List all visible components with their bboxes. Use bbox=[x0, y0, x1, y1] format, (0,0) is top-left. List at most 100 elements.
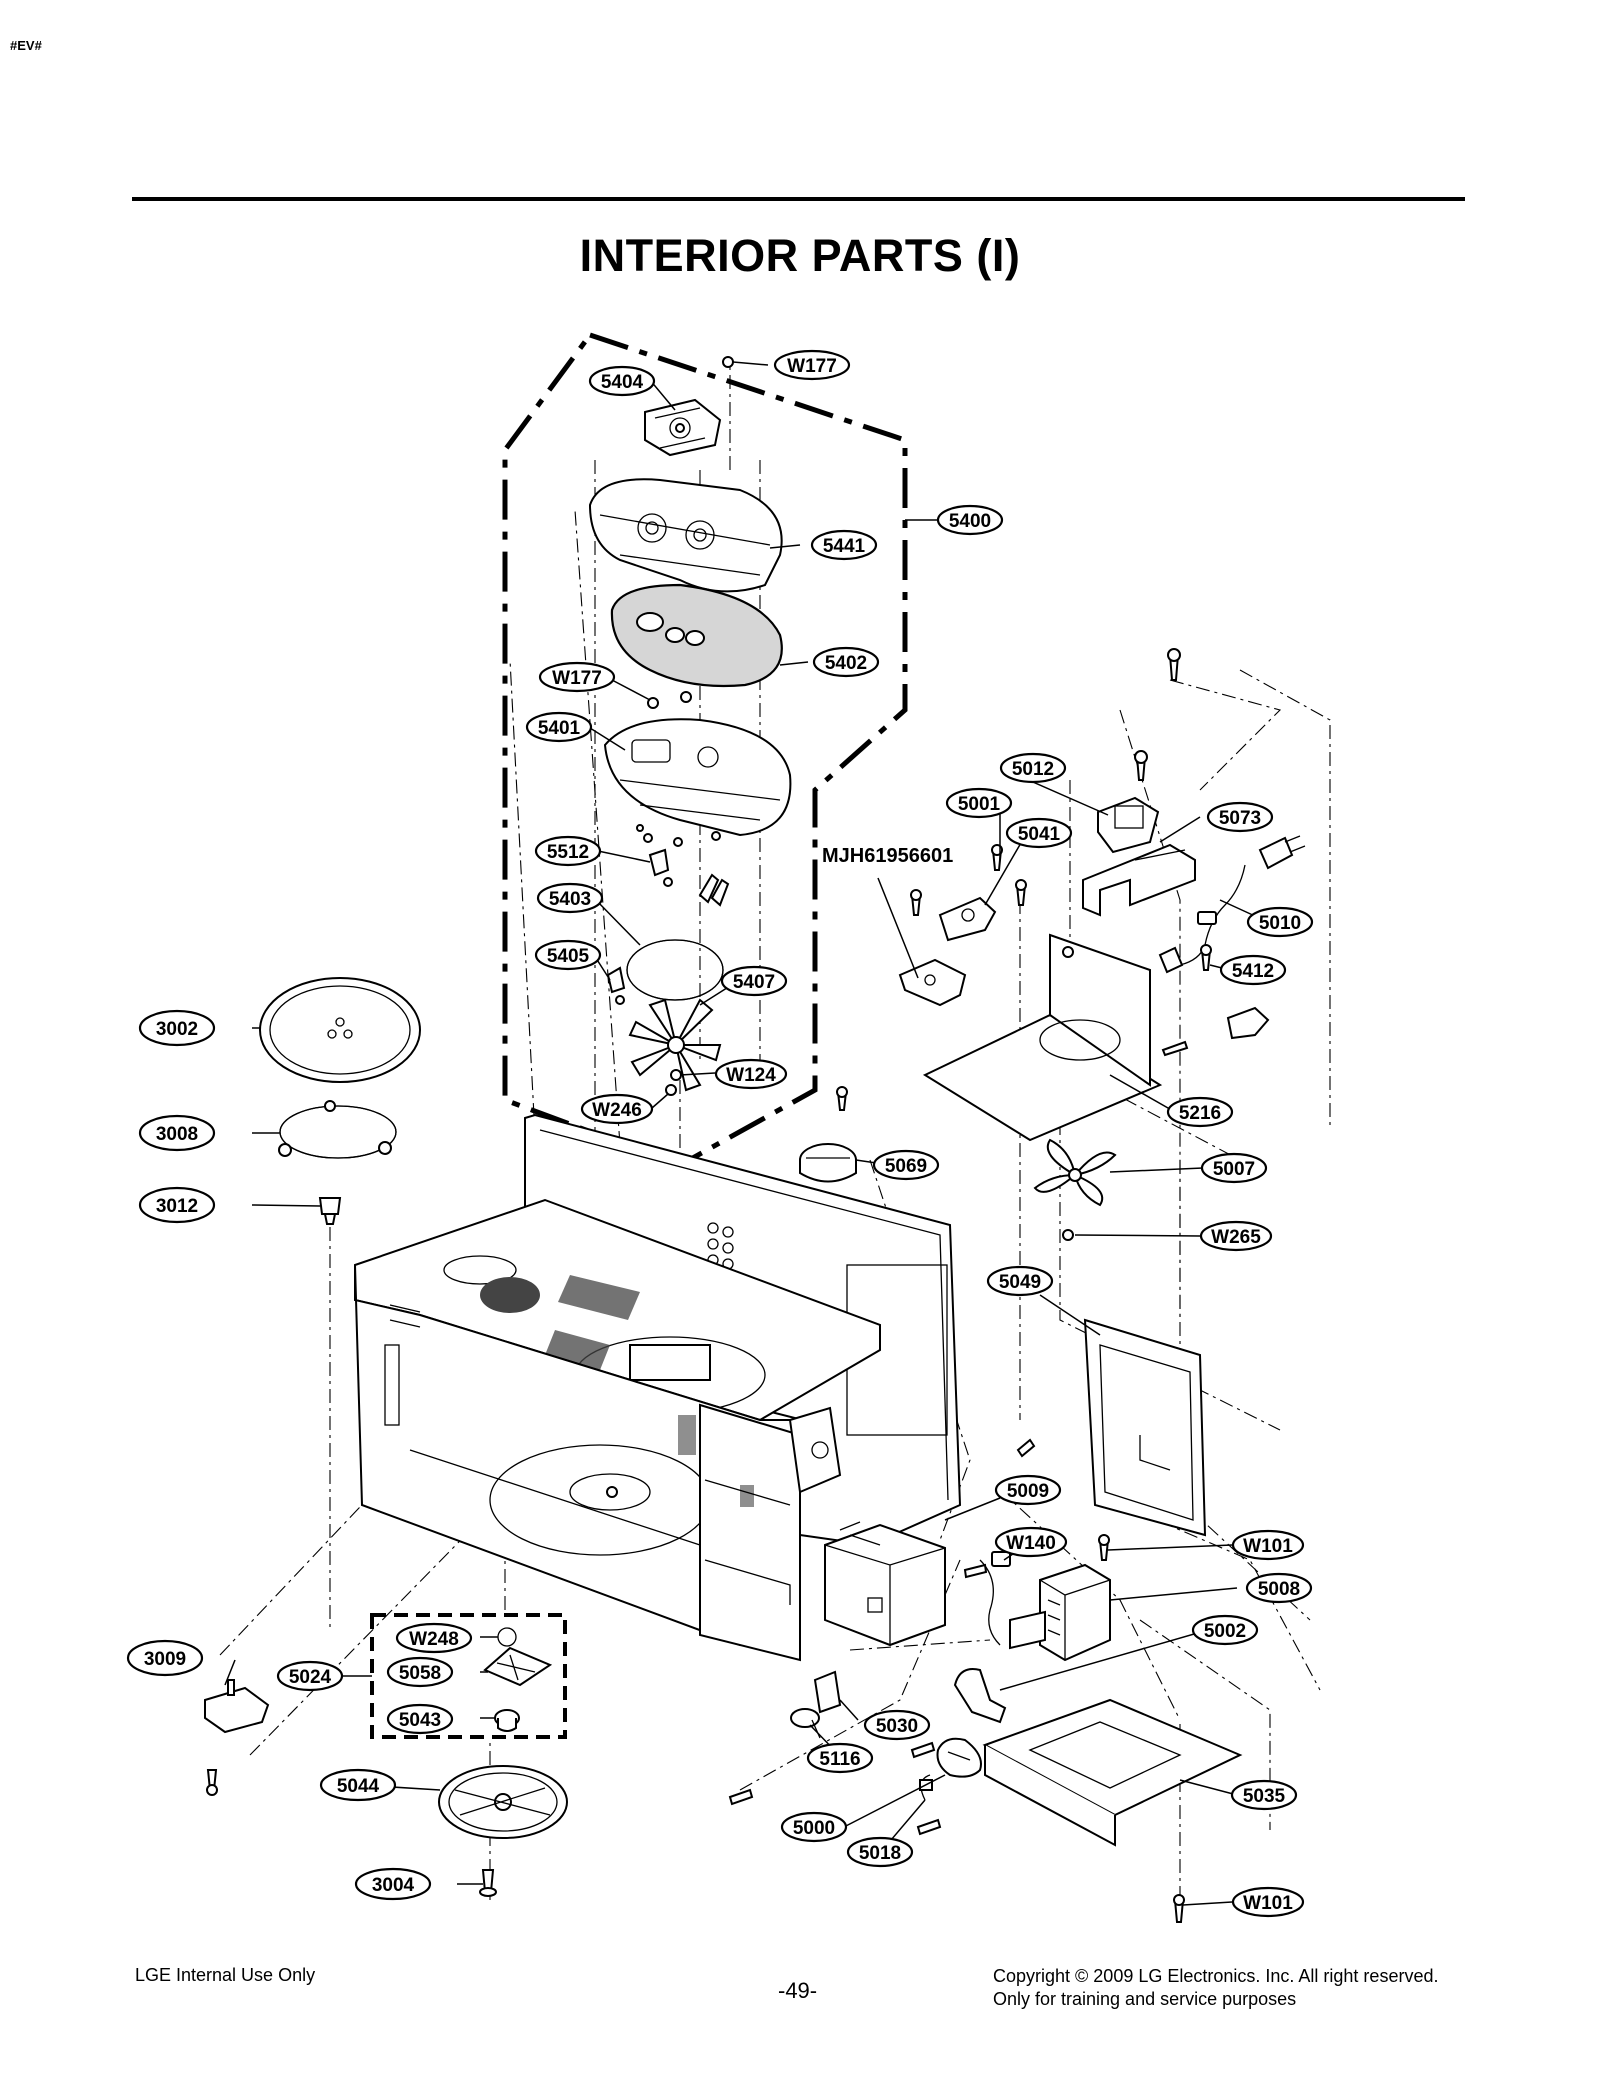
svg-text:3004: 3004 bbox=[372, 1875, 415, 1896]
svg-text:W124: W124 bbox=[726, 1065, 776, 1086]
svg-text:5049: 5049 bbox=[999, 1272, 1041, 1293]
washer-w248-part bbox=[497, 1627, 517, 1647]
svg-text:W265: W265 bbox=[1211, 1227, 1261, 1248]
callout-w124: W124 bbox=[714, 1058, 788, 1090]
thermostat-5116-part bbox=[790, 1708, 821, 1739]
bracket-mjh61956601-part bbox=[898, 958, 967, 1007]
footer-copyright: Copyright © 2009 LG Electronics. Inc. Al… bbox=[993, 1965, 1438, 2011]
svg-text:5035: 5035 bbox=[1243, 1786, 1286, 1807]
callout-5010: 5010 bbox=[1246, 906, 1314, 938]
svg-text:5069: 5069 bbox=[885, 1156, 927, 1177]
callout-w177-mid: W177 bbox=[538, 661, 616, 693]
page-number: -49- bbox=[778, 1978, 818, 2003]
footer-internal-use: LGE Internal Use Only bbox=[135, 1965, 316, 1985]
callout-w177-top: W177 bbox=[773, 349, 851, 381]
callout-w246: W246 bbox=[580, 1093, 654, 1125]
stirrer-cover-5044-part bbox=[438, 1765, 568, 1839]
duct-plate-5216-part bbox=[922, 933, 1163, 1142]
svg-text:5407: 5407 bbox=[733, 972, 775, 993]
stirrer-5058-part bbox=[483, 1646, 553, 1687]
assembly-phantom-lines bbox=[219, 360, 1331, 1900]
part-5412-part bbox=[1226, 1006, 1270, 1040]
svg-text:5024: 5024 bbox=[289, 1667, 332, 1688]
svg-text:W246: W246 bbox=[592, 1100, 642, 1121]
callout-5069: 5069 bbox=[872, 1149, 940, 1181]
callout-5400: 5400 bbox=[936, 504, 1004, 536]
svg-text:3002: 3002 bbox=[156, 1019, 198, 1040]
coupler-5043-part bbox=[494, 1709, 520, 1732]
roller-ring-3008-part bbox=[278, 1100, 397, 1159]
svg-text:5002: 5002 bbox=[1204, 1621, 1246, 1642]
motor-5404-part bbox=[644, 398, 722, 457]
leader-lines bbox=[224, 361, 1269, 1906]
bracket-5073-part bbox=[1082, 843, 1196, 917]
copyright-line: Copyright © 2009 LG Electronics. Inc. Al… bbox=[993, 1966, 1439, 1986]
coupler-3012-part bbox=[318, 1197, 342, 1225]
washer-w246-part bbox=[665, 1084, 677, 1096]
callout-5043: 5043 bbox=[386, 1703, 454, 1735]
callout-5012: 5012 bbox=[999, 752, 1067, 784]
svg-text:5044: 5044 bbox=[337, 1776, 380, 1797]
callout-5512: 5512 bbox=[534, 835, 602, 867]
callout-w265: W265 bbox=[1199, 1220, 1273, 1252]
callout-w248: W248 bbox=[395, 1622, 473, 1654]
svg-text:W101: W101 bbox=[1243, 1536, 1293, 1557]
svg-text:5008: 5008 bbox=[1258, 1579, 1300, 1600]
callout-5041: 5041 bbox=[1005, 817, 1073, 849]
screw-fasteners-part bbox=[206, 648, 1212, 1923]
callout-3004: 3004 bbox=[354, 1867, 432, 1901]
svg-text:W101: W101 bbox=[1243, 1893, 1293, 1914]
callout-w140: W140 bbox=[994, 1526, 1068, 1558]
svg-text:5073: 5073 bbox=[1219, 808, 1261, 829]
callout-5216: 5216 bbox=[1166, 1096, 1234, 1128]
callout-5018: 5018 bbox=[846, 1836, 914, 1868]
insulation-5402-part bbox=[610, 583, 783, 688]
magnetron-5009-part bbox=[824, 1521, 946, 1647]
svg-text:5404: 5404 bbox=[601, 372, 644, 393]
svg-text:5401: 5401 bbox=[538, 718, 581, 739]
svg-text:5007: 5007 bbox=[1213, 1159, 1255, 1180]
turntable-motor-3009-part bbox=[204, 1679, 270, 1734]
callout-3002: 3002 bbox=[138, 1009, 216, 1047]
heater-5403-part bbox=[626, 873, 730, 1001]
svg-text:3012: 3012 bbox=[156, 1196, 198, 1217]
model-number-label: MJH61956601 bbox=[822, 845, 953, 867]
svg-text:5405: 5405 bbox=[547, 946, 590, 967]
svg-text:5010: 5010 bbox=[1259, 913, 1301, 934]
callout-5073: 5073 bbox=[1206, 801, 1274, 833]
svg-text:W140: W140 bbox=[1006, 1533, 1056, 1554]
callout-5404: 5404 bbox=[588, 365, 656, 397]
side-panel-5049-part bbox=[1083, 1318, 1207, 1537]
svg-text:3009: 3009 bbox=[144, 1649, 186, 1670]
callout-5412: 5412 bbox=[1219, 954, 1287, 986]
svg-text:W177: W177 bbox=[787, 356, 837, 377]
document-id-tag: #EV# bbox=[10, 38, 42, 53]
svg-text:5041: 5041 bbox=[1018, 824, 1061, 845]
svg-text:5402: 5402 bbox=[825, 653, 867, 674]
callout-5009: 5009 bbox=[994, 1474, 1062, 1506]
svg-text:W248: W248 bbox=[409, 1629, 459, 1650]
callout-5116: 5116 bbox=[806, 1742, 874, 1774]
bracket-5405-part bbox=[606, 966, 626, 1005]
svg-text:5403: 5403 bbox=[549, 889, 591, 910]
callout-5008: 5008 bbox=[1245, 1572, 1313, 1604]
svg-text:5058: 5058 bbox=[399, 1663, 441, 1684]
heater-housing-5401-part bbox=[603, 718, 792, 837]
svg-text:5030: 5030 bbox=[876, 1716, 918, 1737]
svg-text:5116: 5116 bbox=[819, 1749, 860, 1770]
svg-text:5400: 5400 bbox=[949, 511, 991, 532]
svg-text:5018: 5018 bbox=[859, 1843, 901, 1864]
callout-5402: 5402 bbox=[812, 646, 880, 678]
callout-5044: 5044 bbox=[319, 1768, 397, 1802]
svg-text:5512: 5512 bbox=[547, 842, 589, 863]
nut-w124-part bbox=[670, 1069, 682, 1081]
switch-5030-part bbox=[813, 1670, 842, 1714]
nut-w177-top-part bbox=[722, 356, 734, 368]
callout-5405: 5405 bbox=[534, 939, 602, 971]
callout-3009: 3009 bbox=[126, 1639, 204, 1677]
callout-5441: 5441 bbox=[810, 529, 878, 561]
svg-text:5412: 5412 bbox=[1232, 961, 1274, 982]
base-plate-5035-part bbox=[982, 1698, 1243, 1847]
bracket-5002-part bbox=[953, 1668, 1007, 1724]
svg-text:5012: 5012 bbox=[1012, 759, 1054, 780]
